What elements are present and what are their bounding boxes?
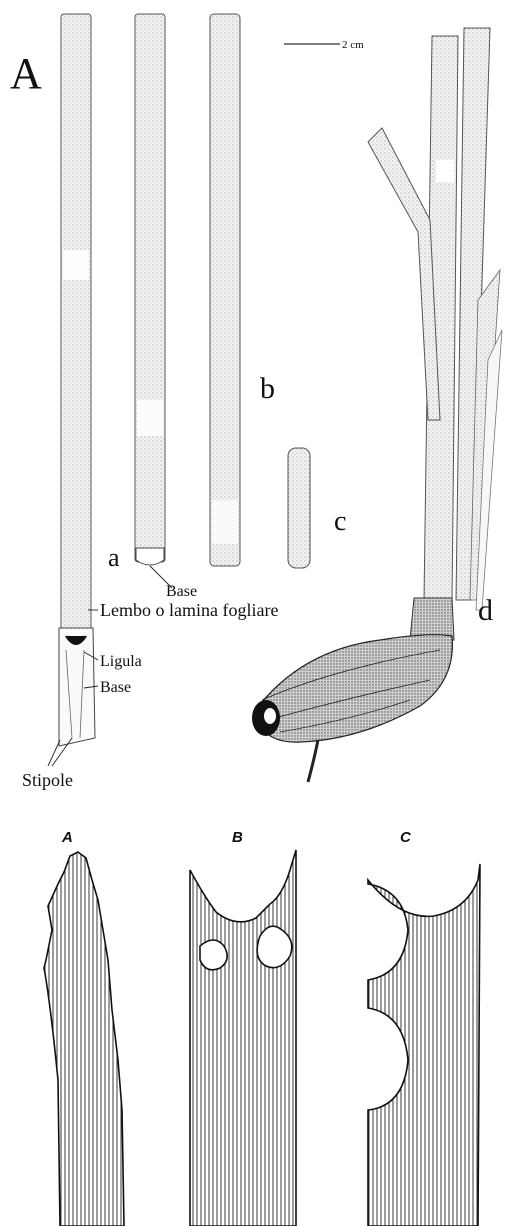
annotation-ligula: Ligula [100, 653, 142, 670]
damage-label-A: A [61, 829, 73, 846]
leaf-A [59, 14, 95, 746]
annotation-base-A: Base [100, 679, 131, 696]
panel-label-c: c [334, 506, 346, 537]
annotation-lembo: Lembo o lamina fogliare [100, 600, 278, 620]
damage-label-C: C [400, 829, 412, 846]
annotation-stipole: Stipole [22, 770, 73, 790]
scale-bar-label: 2 cm [342, 39, 364, 51]
panel-label-d: d [478, 594, 493, 627]
leaf-c [288, 448, 310, 568]
damage-panel-B [190, 850, 296, 1226]
panel-label-A: A [10, 49, 42, 98]
annotation-base-a: Base [166, 583, 197, 600]
shoot-d [252, 28, 502, 782]
panel-label-b: b [260, 372, 275, 405]
panel-label-a: a [108, 543, 120, 572]
damage-panel-A [44, 852, 124, 1226]
leaf-a [135, 14, 165, 565]
damage-panel-C [368, 864, 480, 1226]
leaf-b [210, 14, 240, 566]
damage-label-B: B [232, 829, 243, 846]
